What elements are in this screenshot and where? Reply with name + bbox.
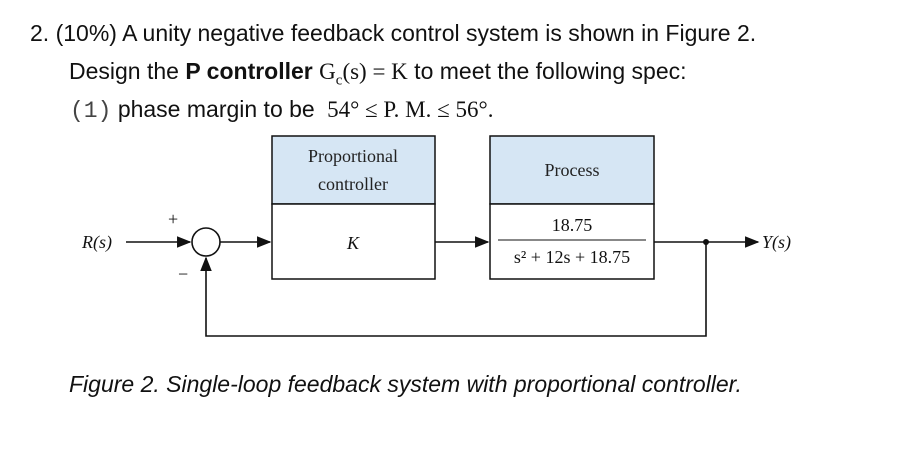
figure-caption: Figure 2. Single-loop feedback system wi… [69, 371, 742, 397]
question-line-2-post: to meet the following spec: [407, 58, 687, 84]
input-label: R(s) [81, 232, 112, 253]
output-label: Y(s) [762, 232, 791, 253]
controller-header-line1: Proportional [308, 146, 398, 166]
plus-sign: + [168, 209, 178, 229]
question-line-1-text: A unity negative feedback control system… [122, 20, 757, 46]
controller-body-box [271, 203, 436, 280]
gc-subscript: c [335, 72, 343, 89]
question-line-1: 2. (10%) A unity negative feedback contr… [30, 20, 756, 47]
minus-sign: − [178, 264, 188, 284]
question-weight: (10%) [55, 20, 117, 46]
controller-gain-k: K [346, 233, 360, 253]
spec-index: (1) [70, 98, 112, 124]
process-body-box [489, 203, 655, 280]
feedback-path [200, 242, 707, 337]
process-denominator: s² + 12s + 18.75 [514, 247, 630, 267]
controller-block: Proportional controller K [271, 135, 436, 280]
question-line-2: Design the P controller Gc(s) = K to mee… [69, 58, 687, 90]
spec-math: 54° ≤ P. M. ≤ 56°. [327, 97, 494, 122]
p-controller-bold: P controller [185, 58, 313, 84]
process-header-box [489, 135, 655, 205]
process-header: Process [545, 160, 600, 180]
question-line-3: (1) phase margin to be 54° ≤ P. M. ≤ 56°… [70, 96, 493, 124]
process-numerator: 18.75 [552, 215, 593, 235]
process-block: Process 18.75 s² + 12s + 18.75 [489, 135, 655, 280]
controller-header-line2: controller [318, 174, 388, 194]
question-line-2-pre: Design the [69, 58, 186, 84]
gc-symbol: G [319, 59, 336, 84]
controller-tf-expression: Gc(s) = K [319, 59, 408, 89]
spec-text: phase margin to be [117, 96, 315, 122]
question-number: 2. [30, 20, 50, 46]
controller-header-box [271, 135, 436, 205]
gc-rest: (s) = K [342, 59, 408, 84]
summing-junction [191, 227, 221, 257]
